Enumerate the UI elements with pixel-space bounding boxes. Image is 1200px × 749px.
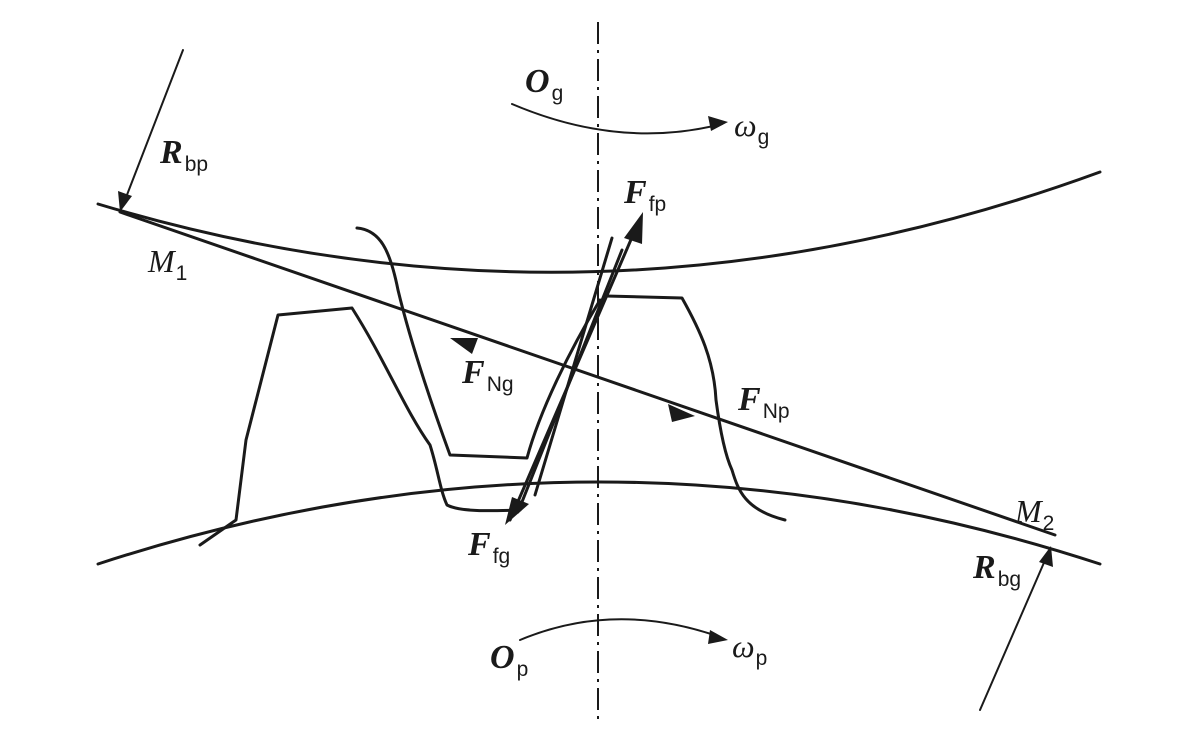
pinion-tooth-right [604, 294, 787, 522]
gear-base-circle-arc [96, 170, 1102, 274]
force-fnp-arrowhead [668, 404, 695, 422]
radius-rbp-line [124, 49, 184, 201]
label-omega-g: ωg [734, 107, 769, 149]
pinion-base-circle-arc [96, 480, 1102, 566]
label-ffg: Ffg [467, 526, 510, 568]
label-rbg: Rbg [972, 549, 1021, 591]
force-ffg-second-line [533, 236, 614, 497]
radius-rbg-arrowhead [1039, 546, 1053, 567]
label-ffp: Ffp [623, 174, 666, 216]
gear-tooth-space [355, 226, 602, 460]
label-m2: M2 [1014, 493, 1054, 535]
pinion-rotation-arrowhead [708, 630, 728, 644]
radius-rbg-line [979, 557, 1047, 711]
label-omega-p: ωp [732, 628, 767, 670]
gear-rotation-arrowhead [708, 116, 728, 131]
force-fng-arrowhead [450, 338, 478, 354]
pinion-tooth-left [198, 306, 522, 547]
force-ffp-arrowhead [624, 212, 643, 244]
label-fng: FNg [461, 354, 514, 396]
radius-rbp-arrowhead [118, 191, 132, 212]
force-ffg-arrowhead [505, 497, 529, 525]
pinion-rotation-arc [519, 618, 721, 641]
line-of-action [118, 210, 1057, 537]
label-m1: M1 [147, 243, 187, 285]
label-og: Og [525, 63, 563, 105]
label-rbp: Rbp [159, 134, 208, 176]
gear-rotation-arc [511, 103, 723, 135]
label-fnp: FNp [737, 381, 790, 423]
label-op: Op [490, 639, 528, 681]
